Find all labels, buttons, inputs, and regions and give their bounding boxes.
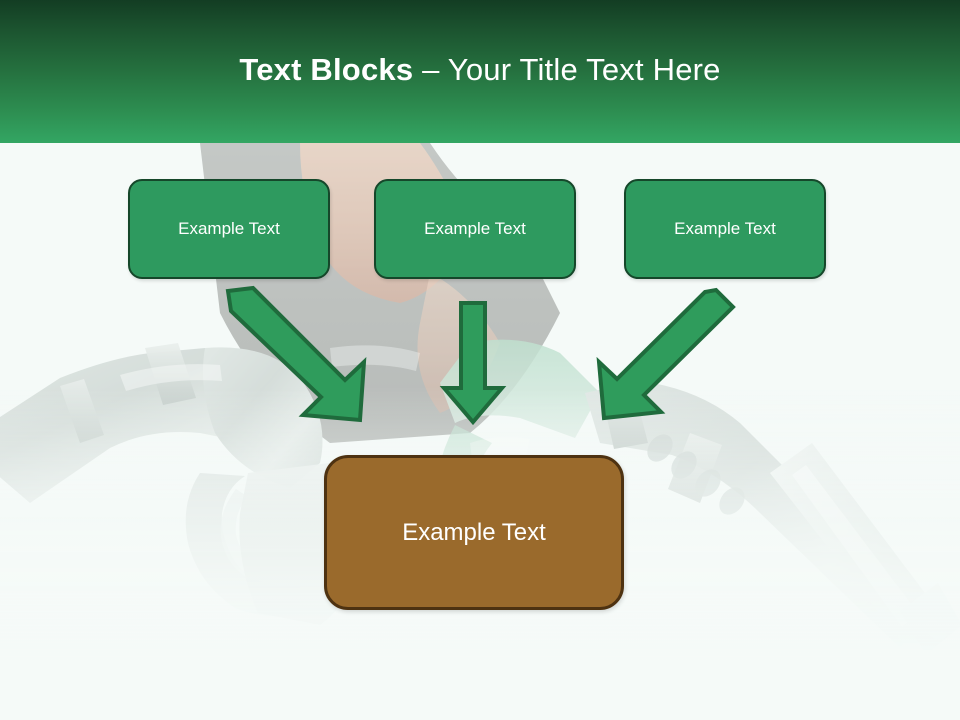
- text-block-3[interactable]: Example Text: [624, 179, 826, 279]
- text-block-1-label: Example Text: [178, 219, 280, 238]
- title-separator: –: [413, 52, 448, 87]
- text-block-1[interactable]: Example Text: [128, 179, 330, 279]
- result-block-label: Example Text: [402, 518, 546, 546]
- title-light: Your Title Text Here: [447, 52, 721, 87]
- text-block-3-label: Example Text: [674, 219, 776, 238]
- text-block-2[interactable]: Example Text: [374, 179, 576, 279]
- text-block-2-label: Example Text: [424, 219, 526, 238]
- title-strong: Text Blocks: [239, 52, 414, 87]
- title-bar: Text Blocks – Your Title Text Here: [0, 0, 960, 143]
- page-title: Text Blocks – Your Title Text Here: [0, 50, 960, 90]
- result-block[interactable]: Example Text: [324, 455, 624, 610]
